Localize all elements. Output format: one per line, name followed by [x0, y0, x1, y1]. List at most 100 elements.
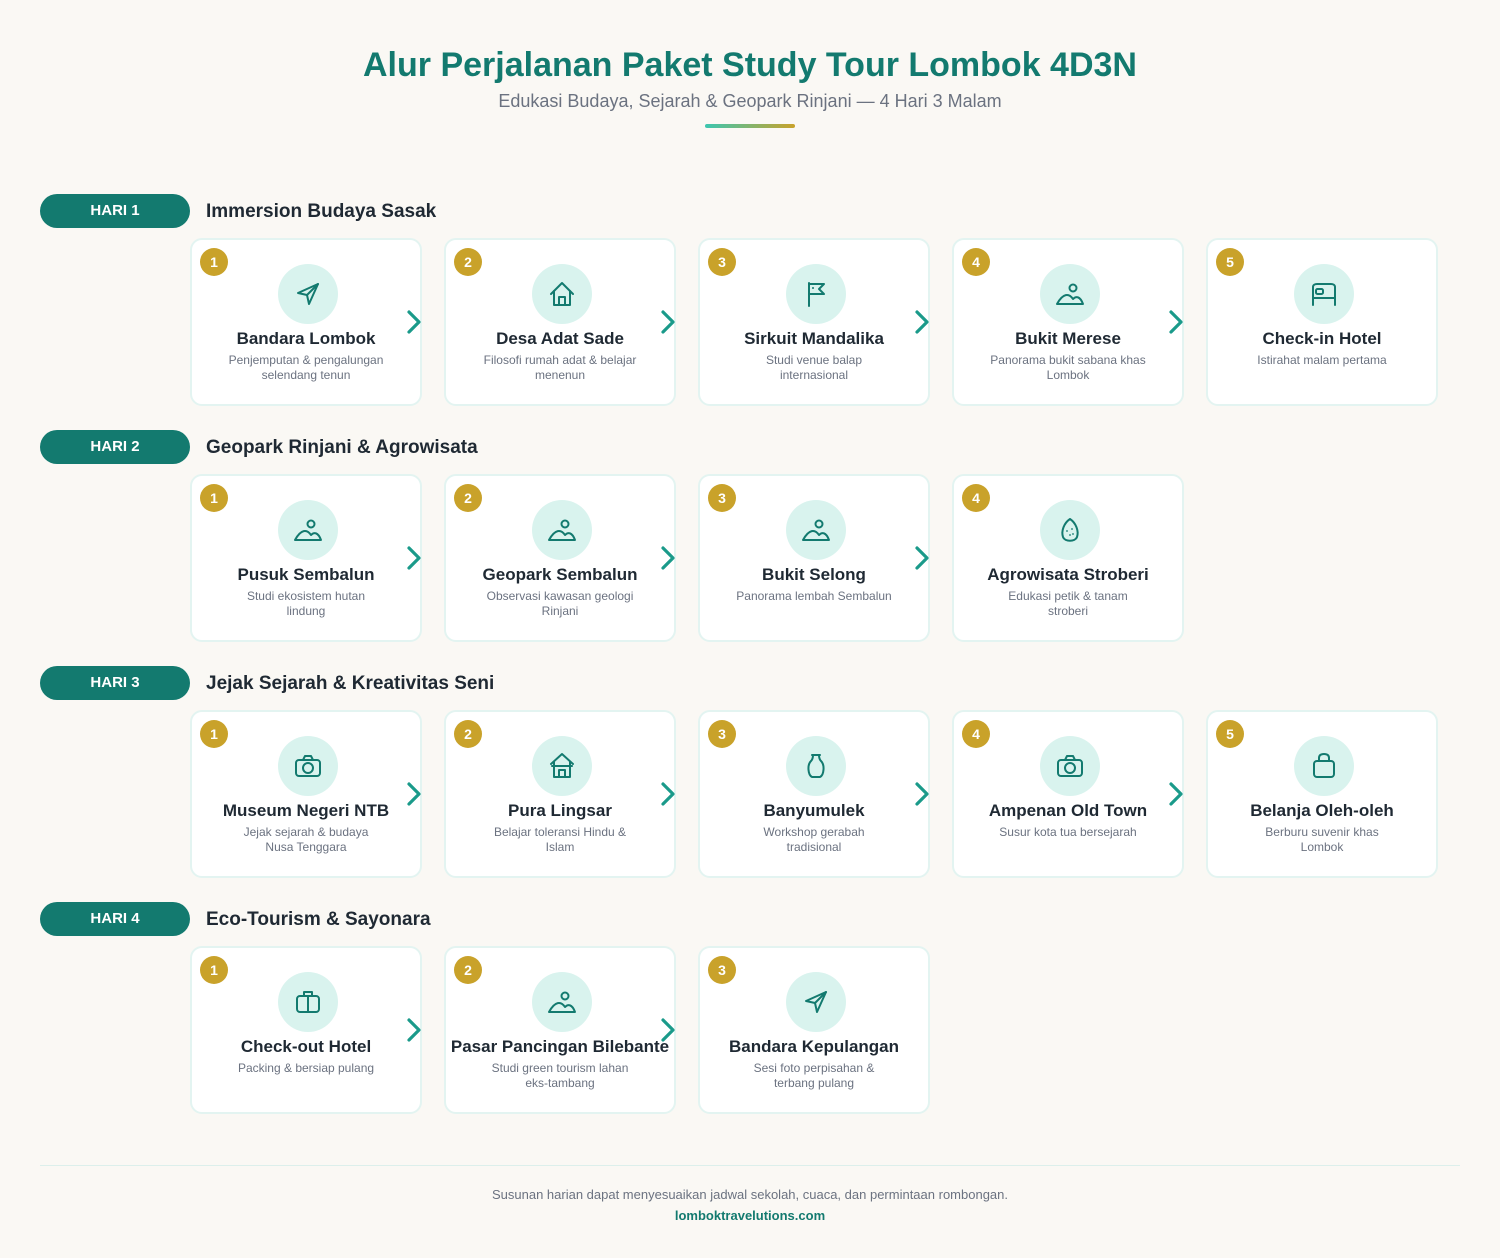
landscape-icon — [1040, 264, 1100, 324]
day-label: HARI 4 — [40, 902, 190, 936]
stop-description: Sesi foto perpisahan & terbang pulang — [753, 1061, 875, 1090]
chevron-right-icon — [404, 1017, 426, 1043]
stop-title: Agrowisata Stroberi — [987, 565, 1149, 584]
footer-note: Susunan harian dapat menyesuaikan jadwal… — [491, 1187, 1008, 1202]
step-number-badge: 3 — [708, 248, 736, 276]
stop-title: Bukit Merese — [1015, 329, 1121, 348]
step-number-badge: 5 — [1216, 720, 1244, 748]
day-title: Eco-Tourism & Sayonara — [206, 909, 431, 930]
chevron-right-icon — [658, 545, 680, 571]
chevron-right-icon — [658, 781, 680, 807]
stop-title: Bukit Selong — [762, 565, 866, 584]
landscape-icon — [532, 500, 592, 560]
stop-description: Penjemputan & pengalungan selendang tenu… — [228, 353, 384, 382]
chevron-right-icon — [912, 309, 934, 335]
chevron-right-icon — [404, 781, 426, 807]
stop-title: Sirkuit Mandalika — [744, 329, 884, 348]
chevron-right-icon — [658, 1017, 680, 1043]
step-number-badge: 2 — [454, 484, 482, 512]
stop-description: Workshop gerabah tradisional — [763, 825, 865, 854]
temple-icon — [532, 736, 592, 796]
day-label: HARI 2 — [40, 430, 190, 464]
stop-title: Bandara Lombok — [236, 329, 376, 348]
step-number-badge: 1 — [200, 484, 228, 512]
day-label: HARI 3 — [40, 666, 190, 700]
step-number-badge: 2 — [454, 956, 482, 984]
chevron-right-icon — [1166, 309, 1188, 335]
stop-title: Geopark Sembalun — [482, 565, 638, 584]
title-underline — [705, 124, 795, 128]
day-label: HARI 1 — [40, 194, 190, 228]
camera-icon — [278, 736, 338, 796]
stop-description: Belajar toleransi Hindu & Islam — [493, 825, 627, 854]
vase-icon — [786, 736, 846, 796]
stop-title: Ampenan Old Town — [988, 801, 1148, 820]
landscape-icon — [532, 972, 592, 1032]
plane-icon — [278, 264, 338, 324]
stop-title: Pusuk Sembalun — [237, 565, 375, 584]
chevron-right-icon — [912, 781, 934, 807]
step-number-badge: 3 — [708, 956, 736, 984]
step-number-badge: 1 — [200, 248, 228, 276]
stop-description: Studi green tourism lahan eks-tambang — [491, 1061, 629, 1090]
shopping-bag-icon — [1294, 736, 1354, 796]
chevron-right-icon — [658, 309, 680, 335]
day-title: Jejak Sejarah & Kreativitas Seni — [206, 673, 495, 694]
stop-title: Check-out Hotel — [240, 1037, 372, 1056]
stop-description: Studi ekosistem hutan lindung — [246, 589, 366, 618]
stop-description: Studi venue balap internasional — [765, 353, 863, 382]
stop-title: Museum Negeri NTB — [222, 801, 390, 820]
chevron-right-icon — [1166, 781, 1188, 807]
step-number-badge: 3 — [708, 484, 736, 512]
footer-divider — [40, 1165, 1460, 1166]
stop-title: Pura Lingsar — [508, 801, 612, 820]
stop-description: Jejak sejarah & budaya Nusa Tenggara — [243, 825, 369, 854]
step-number-badge: 5 — [1216, 248, 1244, 276]
chevron-right-icon — [404, 545, 426, 571]
step-number-badge: 4 — [962, 720, 990, 748]
stop-description: Berburu suvenir khas Lombok — [1265, 825, 1379, 854]
step-number-badge: 4 — [962, 248, 990, 276]
stop-description: Observasi kawasan geologi Rinjani — [486, 589, 634, 618]
stop-title: Desa Adat Sade — [496, 329, 624, 348]
step-number-badge: 3 — [708, 720, 736, 748]
page-title: Alur Perjalanan Paket Study Tour Lombok … — [363, 46, 1137, 84]
stop-title: Pasar Pancingan Bilebante — [450, 1037, 670, 1056]
stop-description: Istirahat malam pertama — [1257, 353, 1387, 367]
bed-icon — [1294, 264, 1354, 324]
stop-description: Panorama bukit sabana khas Lombok — [990, 353, 1146, 382]
stop-description: Susur kota tua bersejarah — [999, 825, 1137, 839]
step-number-badge: 4 — [962, 484, 990, 512]
footer-link[interactable]: lomboktravelutions.com — [674, 1208, 826, 1223]
stop-description: Edukasi petik & tanam stroberi — [1008, 589, 1128, 618]
luggage-icon — [278, 972, 338, 1032]
landscape-icon — [786, 500, 846, 560]
step-number-badge: 2 — [454, 248, 482, 276]
stop-title: Banyumulek — [763, 801, 865, 820]
chevron-right-icon — [404, 309, 426, 335]
stop-description: Packing & bersiap pulang — [237, 1061, 375, 1075]
step-number-badge: 2 — [454, 720, 482, 748]
day-title: Geopark Rinjani & Agrowisata — [206, 437, 478, 458]
stop-description: Filosofi rumah adat & belajar menenun — [483, 353, 637, 382]
step-number-badge: 1 — [200, 720, 228, 748]
